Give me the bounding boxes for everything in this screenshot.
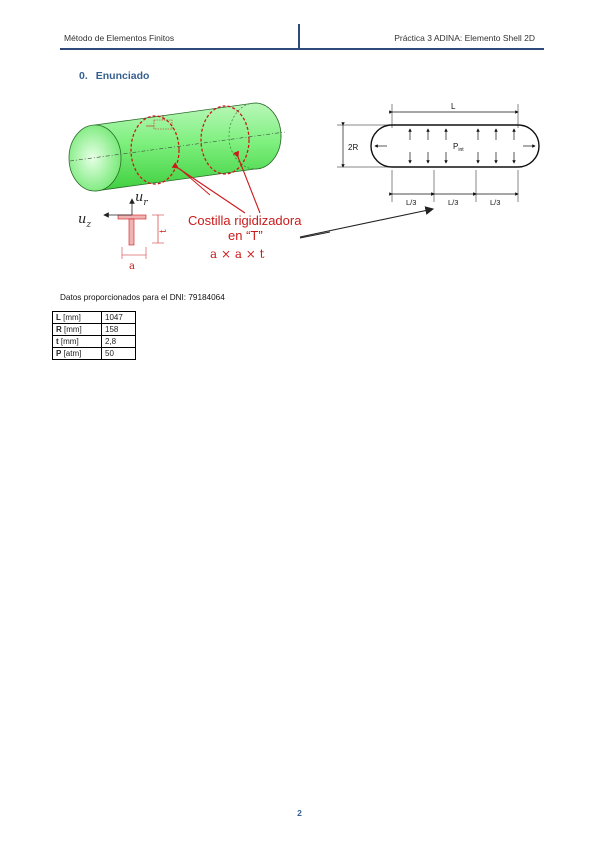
- dim-a-label: a: [129, 261, 135, 272]
- table-row: R [mm] 158: [52, 323, 136, 336]
- label-L3-2: L/3: [448, 198, 458, 207]
- param-label: R [mm]: [52, 323, 102, 336]
- section-title: 0. Enunciado: [79, 70, 149, 82]
- param-value: 50: [101, 347, 136, 360]
- axis-r-label: ur: [135, 190, 148, 208]
- param-label: t [mm]: [52, 335, 102, 348]
- section-title-text: Enunciado: [95, 70, 150, 82]
- label-2R: 2R: [348, 143, 358, 152]
- axis-z-label: uz: [78, 212, 91, 230]
- t-flange: [117, 214, 147, 220]
- page-number: 2: [297, 808, 302, 818]
- cylinder-figure: ur uz a t Costilla rigidizadora en “T” a…: [68, 102, 330, 272]
- dim-t-label: t: [159, 229, 169, 233]
- label-P-int: Pint: [453, 142, 464, 153]
- rib-label-line1: Costilla rigidizadora: [188, 213, 302, 228]
- label-L3-1: L/3: [406, 198, 416, 207]
- vessel-section-figure: L 2R Pint L/3 L/3 L/3: [337, 102, 540, 207]
- rib-ring-1: [130, 115, 180, 185]
- tube-axis: [69, 131, 286, 162]
- param-label: L [mm]: [52, 311, 102, 324]
- rib-ring-2: [200, 105, 250, 175]
- section-number: 0.: [79, 70, 88, 82]
- rib-pointer-2: [171, 162, 246, 214]
- rib-dims-label: a × a × t: [210, 247, 265, 261]
- header-right-text: Práctica 3 ADINA: Elemento Shell 2D: [394, 33, 535, 43]
- param-label: P [atm]: [52, 347, 102, 360]
- vessel-outline: [370, 124, 540, 168]
- dni-data-line: Datos proporcionados para el DNI: 791840…: [60, 293, 225, 302]
- table-row: L [mm] 1047: [52, 311, 136, 324]
- data-table: L [mm] 1047 R [mm] 158 t [mm] 2,8 P [atm…: [52, 311, 136, 360]
- table-row: P [atm] 50: [52, 347, 136, 360]
- header-divider: [298, 24, 300, 49]
- tube-body: [94, 102, 282, 192]
- header-left-text: Método de Elementos Finitos: [64, 33, 175, 43]
- rib-label-line2: en “T”: [228, 228, 263, 243]
- table-row: t [mm] 2,8: [52, 335, 136, 348]
- tube-far-end: [228, 102, 282, 170]
- label-L3-3: L/3: [490, 198, 500, 207]
- pointer-arrow: [299, 231, 330, 239]
- label-L: L: [451, 102, 456, 111]
- rib-pointer-3: [232, 150, 261, 214]
- param-value: 158: [101, 323, 136, 336]
- tube-end-cap: [68, 124, 122, 192]
- connector-arrow: [299, 206, 435, 238]
- header-rule: [60, 48, 544, 50]
- t-web: [128, 218, 135, 246]
- param-value: 1047: [101, 311, 136, 324]
- param-value: 2,8: [101, 335, 136, 348]
